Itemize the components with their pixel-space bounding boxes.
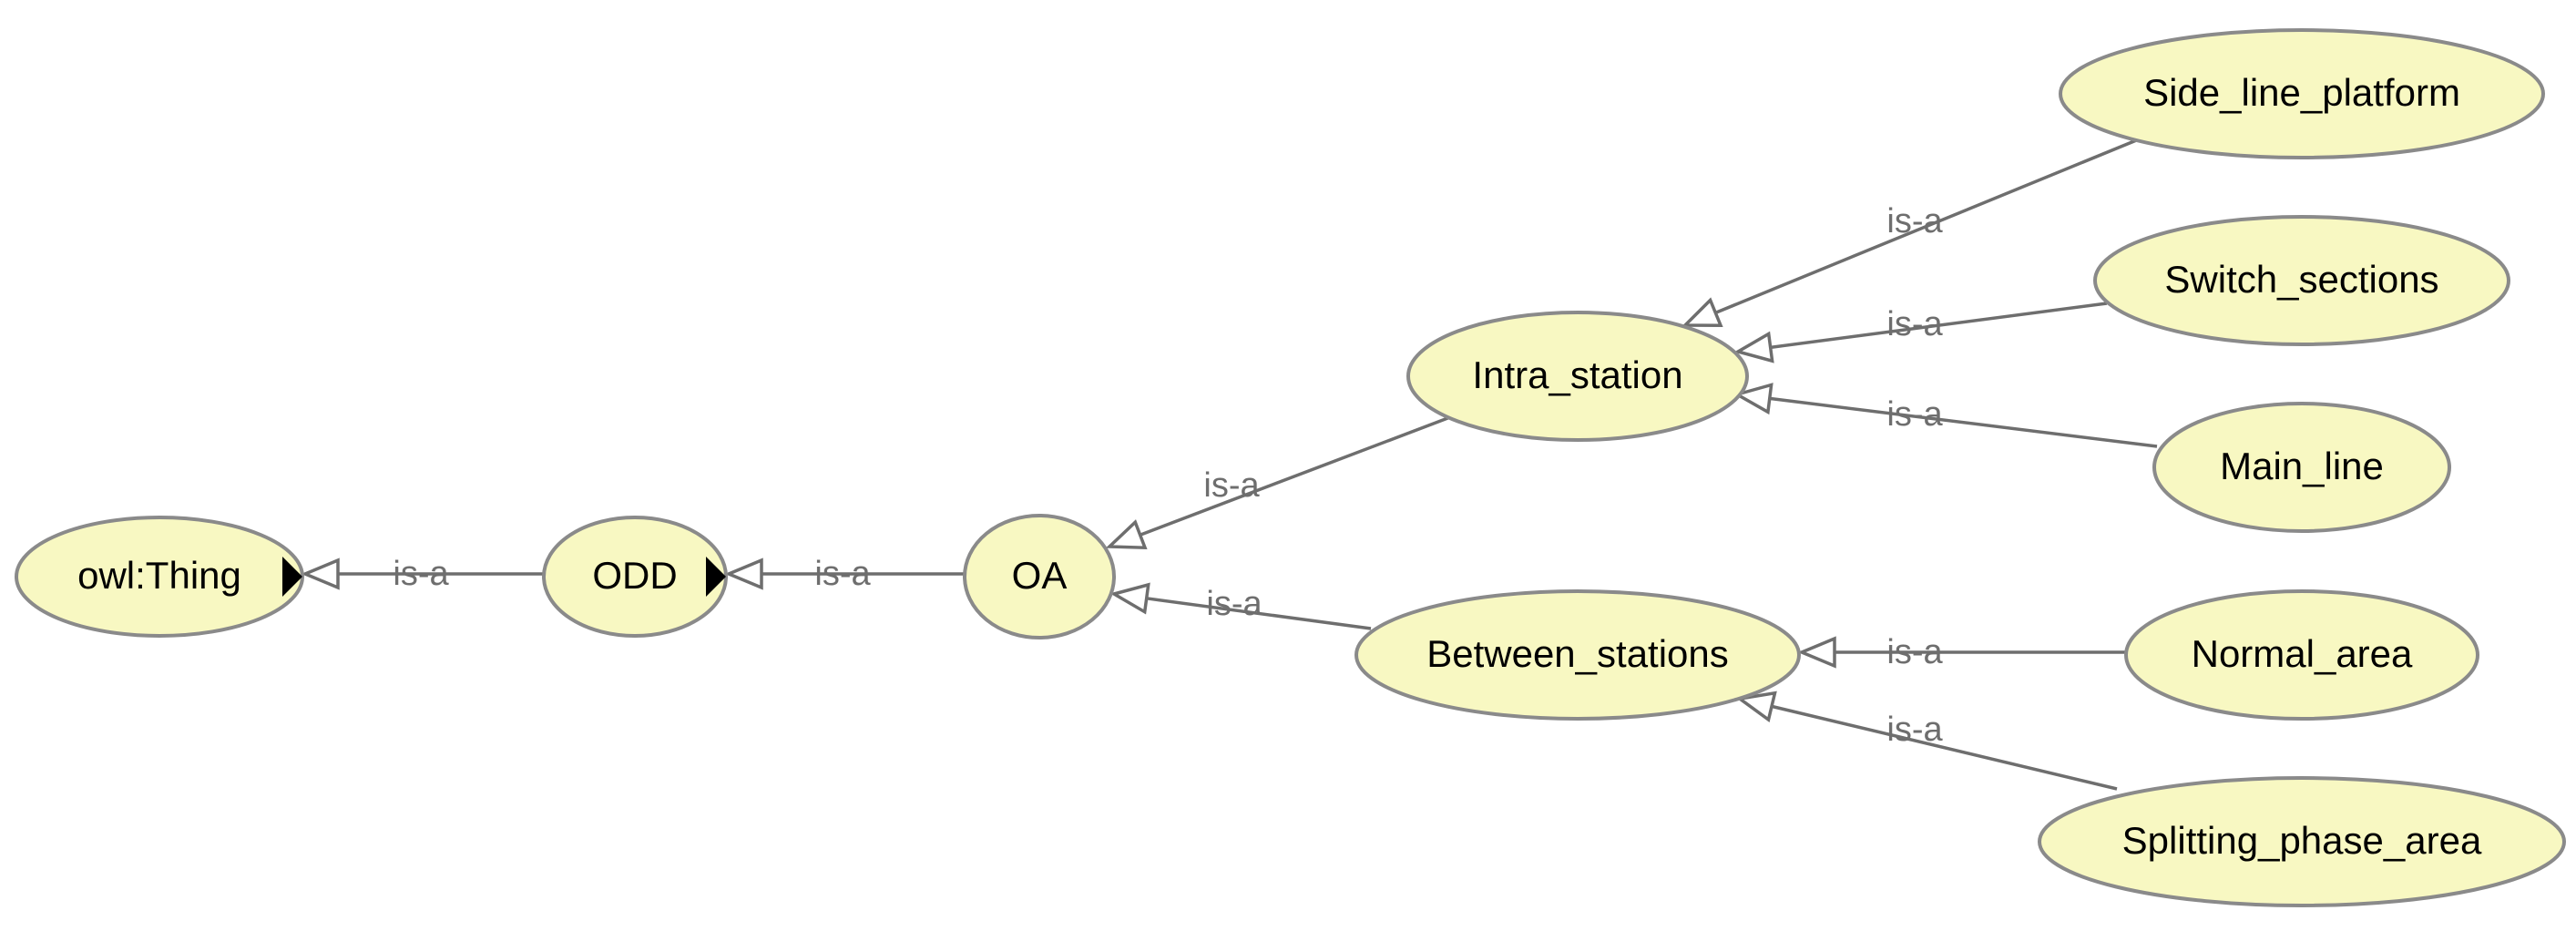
class-node-splitting-phase-area[interactable]: Splitting_phase_area [2038, 776, 2566, 907]
node-label: Side_line_platform [2143, 71, 2460, 114]
edge-line [1770, 302, 2108, 350]
node-label: Splitting_phase_area [2122, 819, 2482, 862]
hollow-triangle-arrow-icon [1797, 636, 1836, 669]
hollow-triangle-arrow-icon [1105, 519, 1148, 550]
edge-normal_area-to-between_stations: is-a [1797, 633, 2126, 671]
edge-label: is-a [1206, 585, 1262, 623]
hollow-triangle-arrow-icon [1733, 383, 1774, 415]
node-label: Between_stations [1426, 632, 1729, 675]
edge-line [1714, 133, 2151, 314]
class-node-between-stations[interactable]: Between_stations [1354, 589, 1801, 721]
node-ellipse[interactable] [2059, 28, 2545, 159]
node-label: Normal_area [2192, 632, 2413, 675]
hollow-triangle-arrow-icon [724, 558, 763, 590]
class-node-oa[interactable]: OA [963, 514, 1116, 639]
class-node-intra-station[interactable]: Intra_station [1406, 311, 1749, 442]
class-node-owl-thing[interactable]: owl:Thing [15, 516, 304, 638]
triangle-right-icon[interactable] [706, 557, 726, 597]
edge-odd-to-owl_thing: is-a [301, 555, 544, 593]
hollow-triangle-arrow-icon [301, 558, 340, 590]
edge-between_stations-to-oa: is-a [1109, 582, 1372, 630]
edge-switch_sections-to-intra_station: is-a [1733, 302, 2108, 363]
edge-side_line_platform-to-intra_station: is-a [1681, 133, 2151, 327]
hollow-triangle-arrow-icon [1735, 691, 1777, 722]
node-label: OA [1012, 554, 1068, 597]
edge-label: is-a [814, 555, 871, 593]
edge-label: is-a [1886, 305, 1943, 343]
node-label: owl:Thing [77, 554, 241, 597]
edge-label: is-a [1886, 395, 1943, 434]
node-label: Switch_sections [2164, 258, 2438, 301]
node-ellipse[interactable] [2038, 776, 2566, 907]
edge-line [1140, 415, 1451, 537]
node-label: Main_line [2220, 445, 2384, 487]
edge-label: is-a [1203, 466, 1260, 505]
node-ellipse[interactable] [1406, 311, 1749, 442]
class-node-side-line-platform[interactable]: Side_line_platform [2059, 28, 2545, 159]
edge-intra_station-to-oa: is-a [1105, 415, 1451, 550]
class-node-normal-area[interactable]: Normal_area [2124, 589, 2479, 721]
edge-line [1769, 396, 2158, 448]
node-label: Intra_station [1472, 353, 1682, 396]
hollow-triangle-arrow-icon [1109, 582, 1150, 615]
node-label: ODD [592, 554, 677, 597]
node-ellipse[interactable] [1354, 589, 1801, 721]
node-ellipse[interactable] [2093, 215, 2510, 346]
edge-splitting_phase_area-to-between_stations: is-a [1735, 691, 2118, 791]
class-node-odd[interactable]: ODD [542, 516, 728, 638]
edge-label: is-a [1886, 633, 1943, 671]
edges-layer: is-a is-a is-a is-a is-a is-a is-a is-a is-a [301, 133, 2158, 791]
node-ellipse[interactable] [963, 514, 1116, 639]
class-node-switch-sections[interactable]: Switch_sections [2093, 215, 2510, 346]
edge-line [1146, 597, 1372, 630]
edge-label: is-a [1886, 202, 1943, 240]
node-ellipse[interactable] [2124, 589, 2479, 721]
edge-label: is-a [1886, 711, 1943, 749]
edge-label: is-a [393, 555, 449, 593]
node-ellipse[interactable] [2152, 402, 2451, 533]
edge-line [1771, 704, 2118, 791]
edge-oa-to-odd: is-a [724, 555, 965, 593]
class-node-main-line[interactable]: Main_line [2152, 402, 2451, 533]
edge-main_line-to-intra_station: is-a [1733, 383, 2158, 448]
nodes-layer: owl:Thing ODD OA Intra_stationBetween_stati… [15, 28, 2566, 907]
hollow-triangle-arrow-icon [1733, 331, 1774, 363]
triangle-right-icon[interactable] [282, 557, 302, 597]
hollow-triangle-arrow-icon [1681, 297, 1723, 327]
